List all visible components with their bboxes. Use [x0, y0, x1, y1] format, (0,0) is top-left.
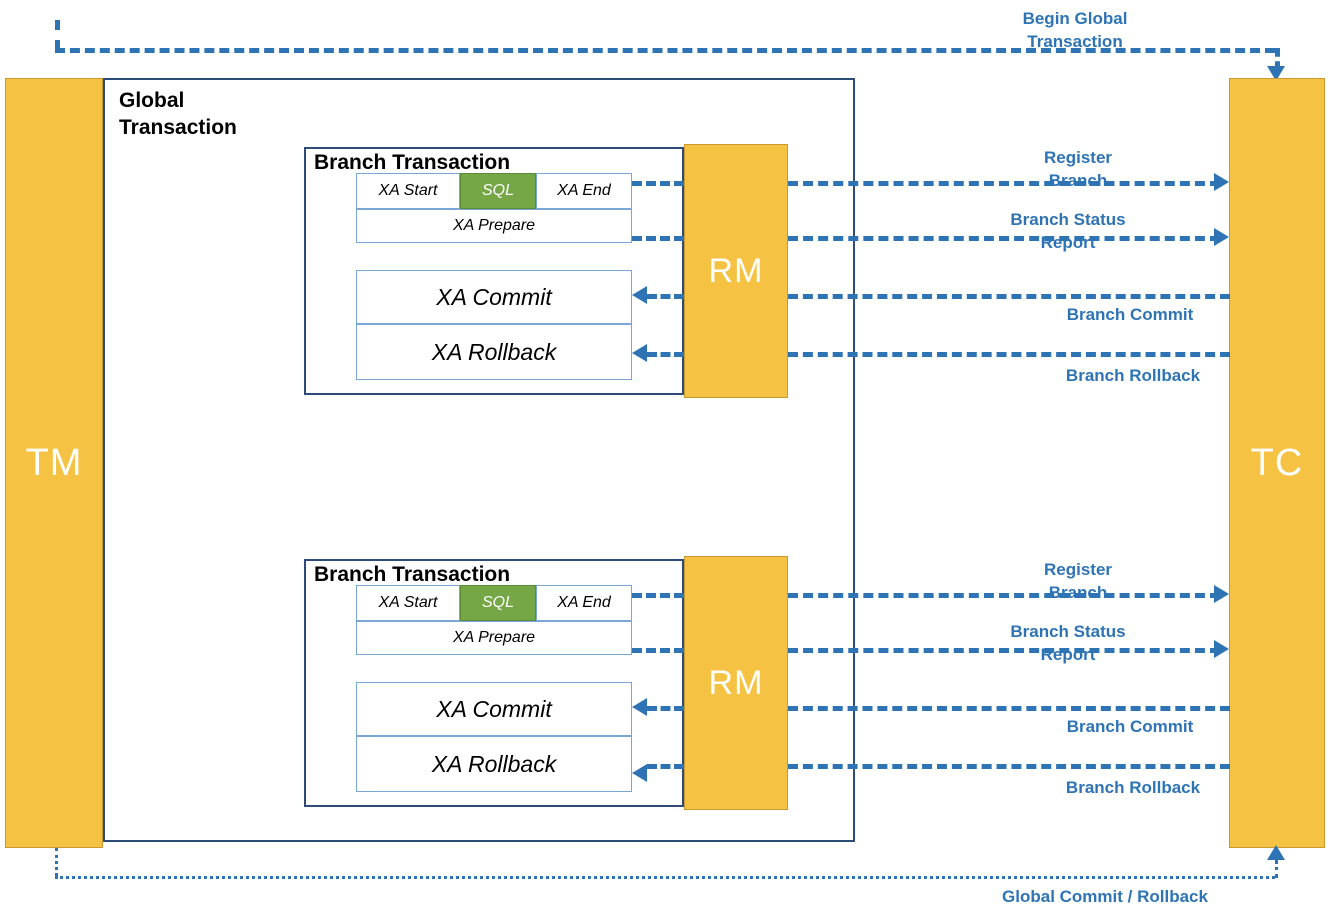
rm-label-1: RM: [708, 251, 764, 290]
branch-rollback-arrowhead-1: [632, 344, 647, 362]
branch-rollback-label-1: Branch Rollback: [1065, 366, 1201, 385]
xa-prepare-to-rm-line-2: [632, 648, 684, 653]
xa-prepare-cell-1[interactable]: XA Prepare: [356, 209, 632, 243]
sql-cell-2[interactable]: SQL: [460, 585, 536, 621]
xa-end-to-rm-line-2: [632, 593, 684, 598]
branch-status-report-label-2: Branch Status Report: [1010, 622, 1126, 664]
begin-global-transaction-line-start-stub: [55, 20, 60, 50]
branch-rollback-arrowhead-2: [632, 764, 647, 782]
rm-to-tc-branch-status-line-2: [788, 648, 1220, 653]
tc-to-rm-branch-commit-line-2: [788, 706, 1230, 711]
global-commit-rollback-arrowhead: [1267, 845, 1285, 860]
xa-end-cell-1[interactable]: XA End: [536, 173, 632, 209]
branch-commit-arrowhead-1: [632, 286, 647, 304]
xa-start-cell-2[interactable]: XA Start: [356, 585, 460, 621]
xa-prepare-cell-2[interactable]: XA Prepare: [356, 621, 632, 655]
tm-pillar[interactable]: TM: [5, 78, 103, 848]
register-branch-arrowhead-2: [1214, 585, 1229, 603]
tc-label: TC: [1250, 441, 1304, 484]
branch-status-report-arrowhead-1: [1214, 228, 1229, 246]
xa-prepare-to-rm-line-1: [632, 236, 684, 241]
tc-pillar[interactable]: TC: [1229, 78, 1325, 848]
xa-rollback-cell-1[interactable]: XA Rollback: [356, 324, 632, 380]
rm-pillar-1[interactable]: RM: [684, 144, 788, 398]
begin-global-transaction-label: Begin Global Transaction: [1022, 9, 1128, 51]
branch-commit-label-1: Branch Commit: [1066, 305, 1194, 324]
rm-to-xa-rollback-line-1: [647, 352, 684, 357]
branch-transaction-title-1: Branch Transaction: [314, 151, 511, 174]
rm-label-2: RM: [708, 663, 764, 702]
xa-rollback-cell-2[interactable]: XA Rollback: [356, 736, 632, 792]
tm-label: TM: [25, 441, 83, 484]
branch-commit-label-2: Branch Commit: [1066, 717, 1194, 736]
branch-status-report-label-1: Branch Status Report: [1010, 210, 1126, 252]
register-branch-label-2: Register Branch: [1043, 560, 1113, 602]
register-branch-label-1: Register Branch: [1043, 148, 1113, 190]
xa-start-cell-1[interactable]: XA Start: [356, 173, 460, 209]
branch-transaction-title-2: Branch Transaction: [314, 563, 511, 586]
xa-end-cell-2[interactable]: XA End: [536, 585, 632, 621]
branch-commit-arrowhead-2: [632, 698, 647, 716]
tc-to-rm-branch-rollback-line-1: [788, 352, 1230, 357]
global-commit-rollback-line-rise: [1275, 860, 1278, 878]
rm-to-xa-commit-line-1: [647, 294, 684, 299]
begin-global-transaction-arrowhead: [1267, 66, 1285, 81]
xa-commit-cell-2[interactable]: XA Commit: [356, 682, 632, 736]
rm-to-tc-branch-status-line-1: [788, 236, 1220, 241]
rm-to-tc-register-branch-line-1: [788, 181, 1220, 186]
branch-status-report-arrowhead-2: [1214, 640, 1229, 658]
begin-global-transaction-line-drop: [1275, 48, 1280, 70]
rm-to-tc-register-branch-line-2: [788, 593, 1220, 598]
global-transaction-title: Global Transaction: [119, 89, 237, 139]
rm-to-xa-rollback-line-2: [647, 764, 684, 769]
global-commit-rollback-label: Global Commit / Rollback: [1002, 887, 1208, 906]
sql-cell-1[interactable]: SQL: [460, 173, 536, 209]
global-commit-rollback-line-start-stub: [55, 848, 58, 876]
xa-end-to-rm-line-1: [632, 181, 684, 186]
begin-global-transaction-line: [55, 48, 1275, 53]
xa-commit-cell-1[interactable]: XA Commit: [356, 270, 632, 324]
rm-to-xa-commit-line-2: [647, 706, 684, 711]
rm-pillar-2[interactable]: RM: [684, 556, 788, 810]
register-branch-arrowhead-1: [1214, 173, 1229, 191]
branch-rollback-label-2: Branch Rollback: [1065, 778, 1201, 797]
tc-to-rm-branch-commit-line-1: [788, 294, 1230, 299]
global-commit-rollback-line: [55, 876, 1275, 879]
tc-to-rm-branch-rollback-line-2: [788, 764, 1230, 769]
